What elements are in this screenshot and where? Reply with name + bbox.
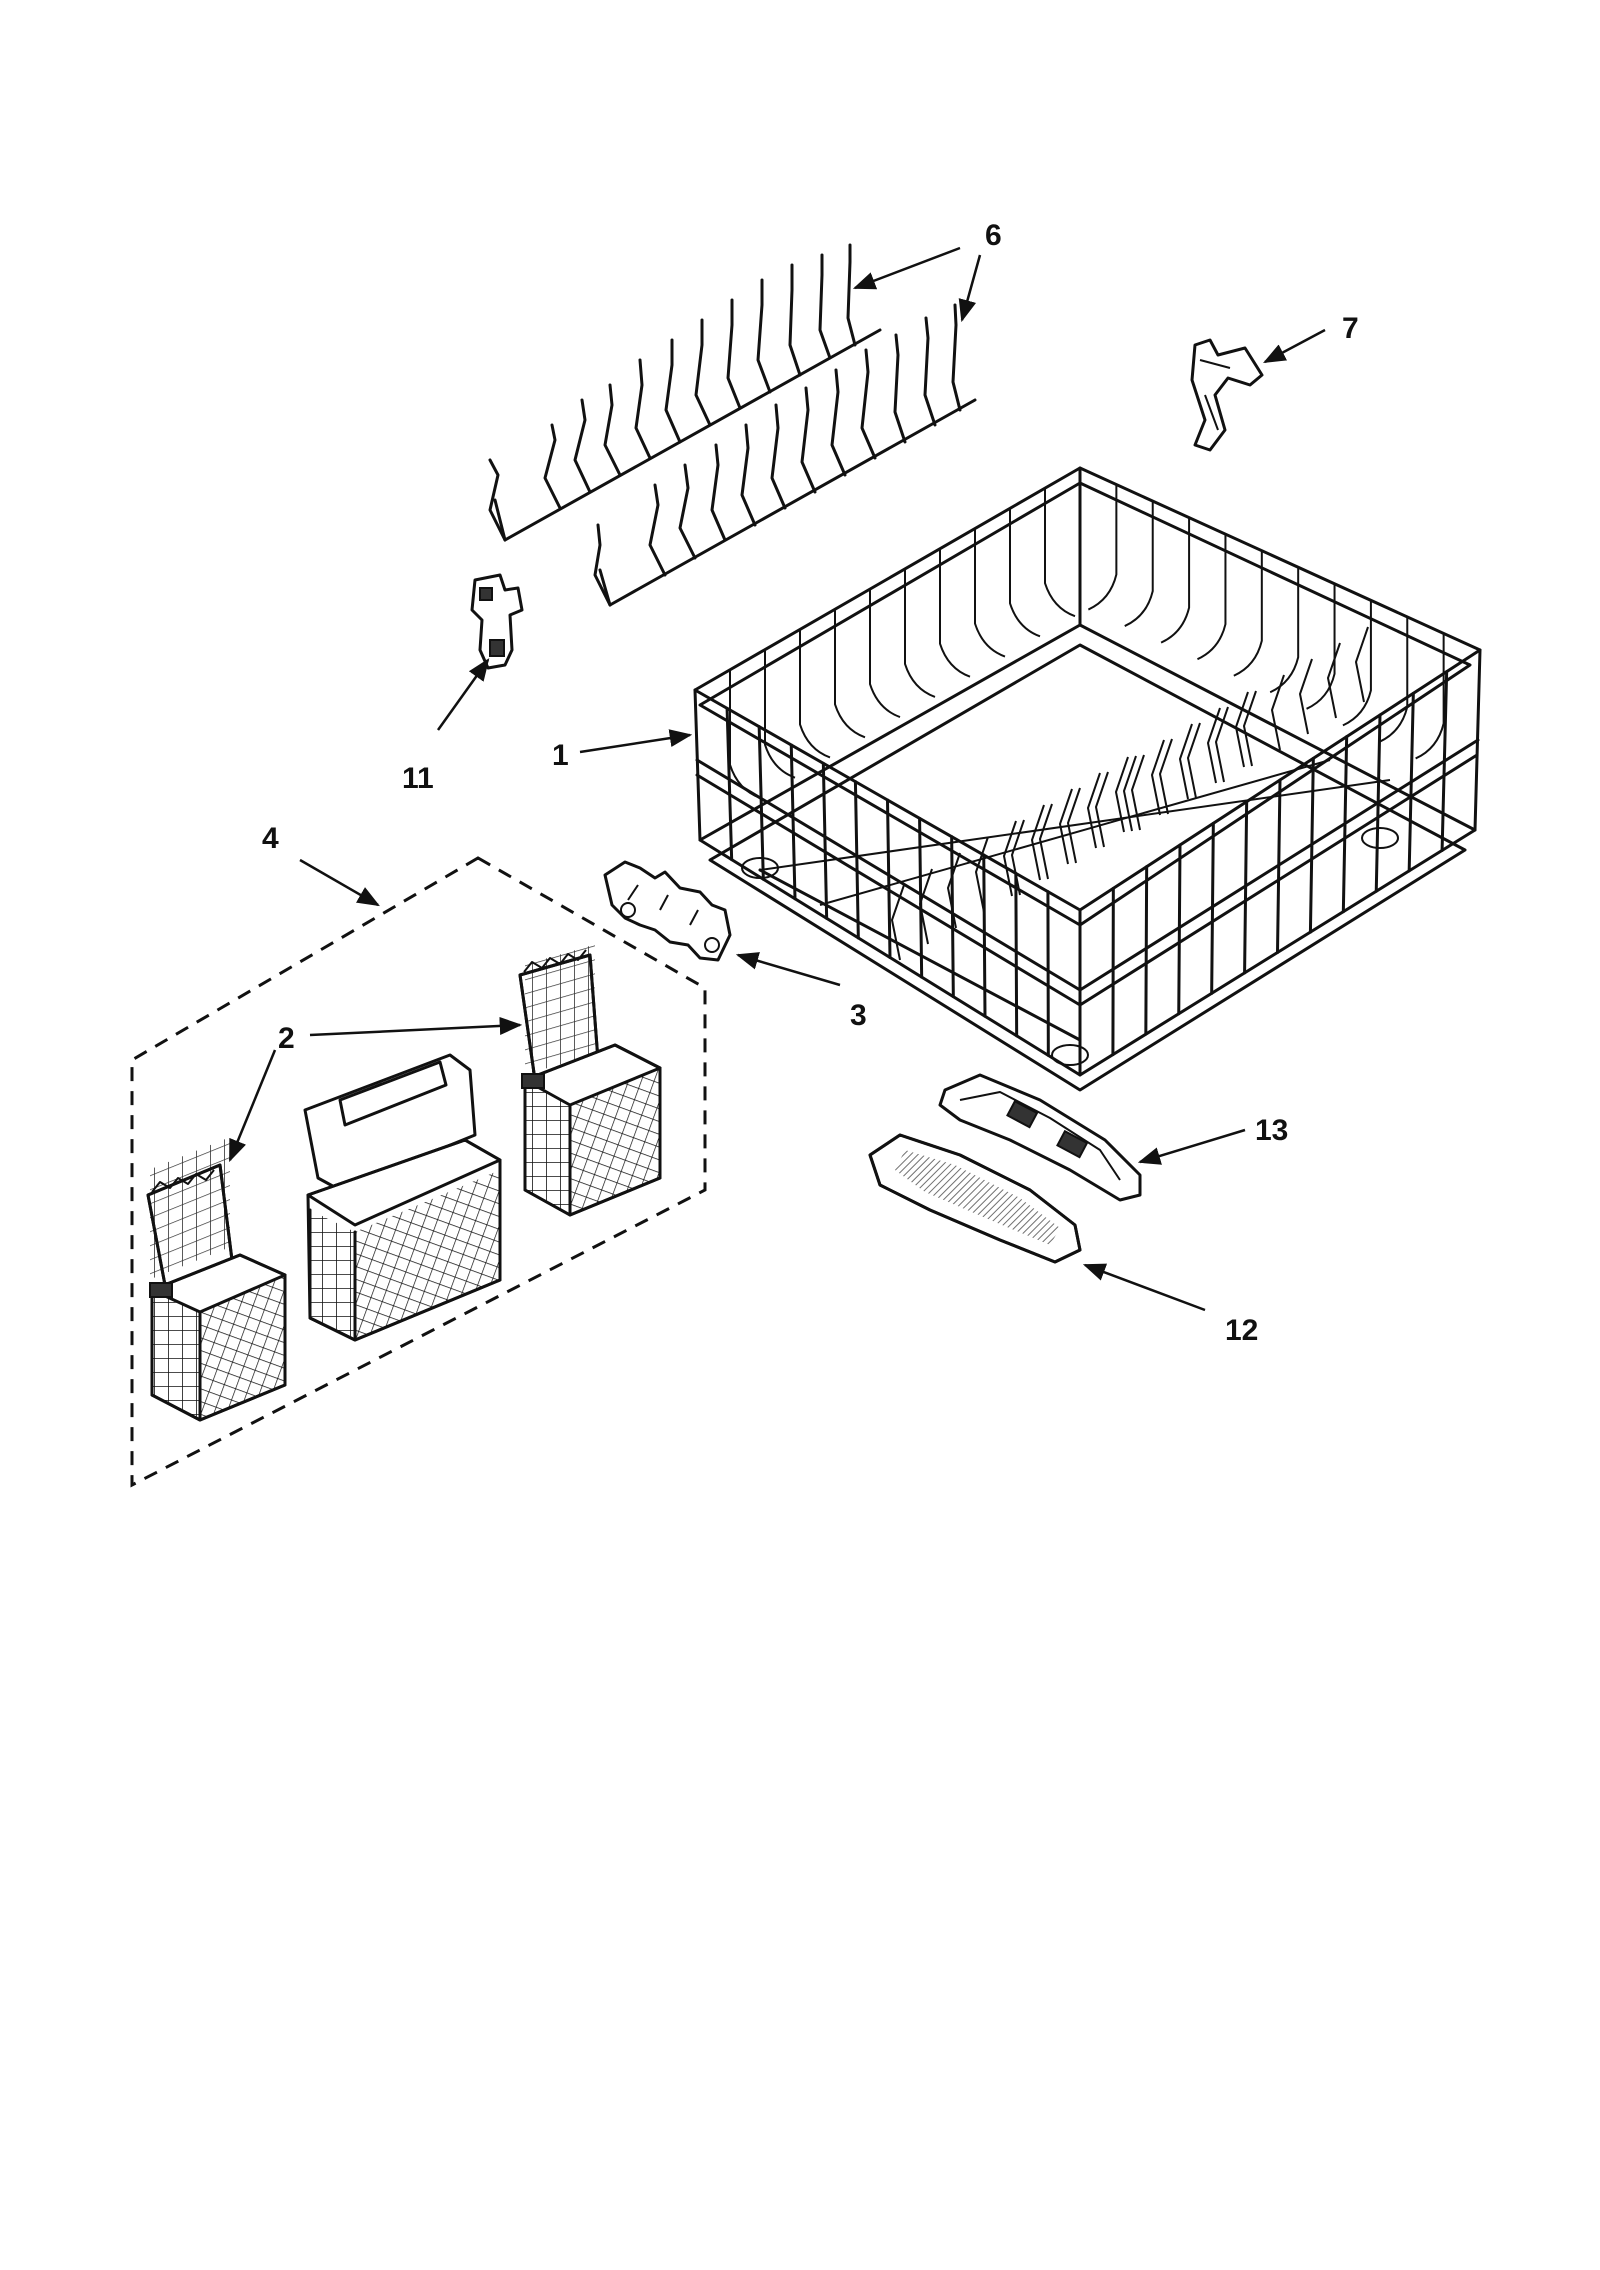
leader-12 — [1082, 1263, 1206, 1312]
leader-1 — [579, 729, 693, 754]
callout-1: 1 — [552, 739, 569, 772]
clip-part-7 — [1190, 338, 1264, 452]
leader-6a — [852, 246, 961, 290]
callout-4: 4 — [262, 822, 279, 855]
tine-row-part — [488, 243, 977, 607]
cutlery-basket-middle — [303, 1053, 502, 1342]
basket-assembly-part-4 — [130, 856, 707, 1488]
clip-part-11 — [470, 573, 524, 670]
leader-7 — [1263, 328, 1326, 364]
leader-13 — [1137, 1128, 1246, 1165]
wheel-carrier-part-13 — [938, 1073, 1142, 1202]
cutlery-basket-left — [146, 1137, 287, 1422]
callout-13: 13 — [1255, 1114, 1288, 1147]
bracket-part-3 — [603, 860, 732, 962]
leader-11 — [436, 658, 490, 731]
callout-2: 2 — [278, 1022, 295, 1055]
dish-rack-part-1 — [693, 466, 1482, 1092]
leader-2b — [228, 1049, 277, 1163]
wheel-cap-part-12 — [868, 1133, 1082, 1264]
callout-12: 12 — [1225, 1314, 1258, 1347]
leader-2a — [309, 1016, 523, 1037]
leader-4 — [299, 858, 380, 907]
leader-3 — [735, 952, 841, 987]
cutlery-basket-right — [518, 944, 662, 1217]
leader-lines — [228, 246, 1326, 1312]
callout-6: 6 — [985, 219, 1002, 252]
callout-labels: 6 7 11 1 4 3 2 13 12 — [262, 219, 1359, 1347]
callout-11: 11 — [402, 762, 434, 795]
leader-6b — [958, 254, 982, 323]
callout-3: 3 — [850, 999, 867, 1032]
callout-7: 7 — [1342, 312, 1359, 345]
